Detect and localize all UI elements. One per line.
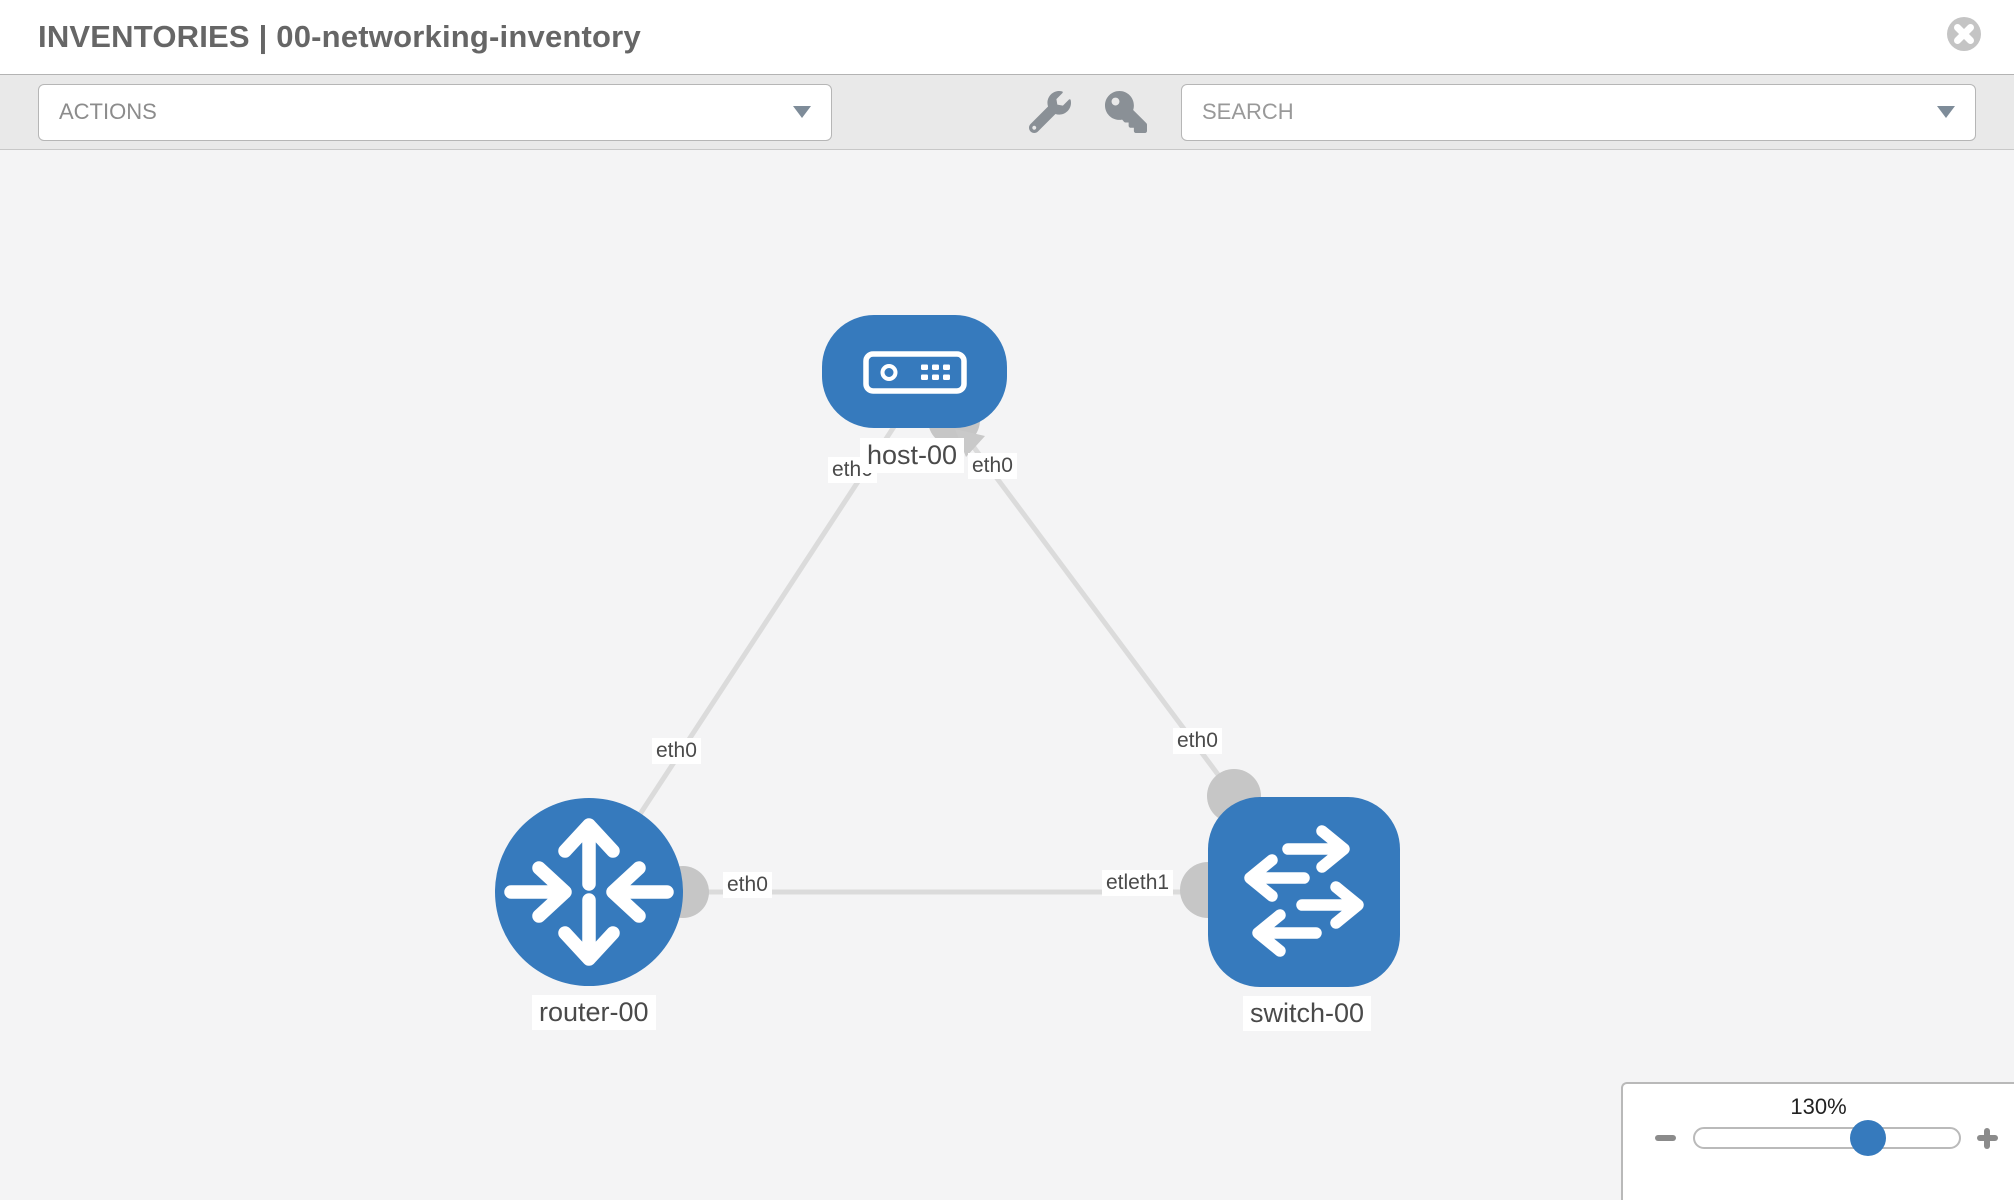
link-arrowhead — [955, 429, 985, 457]
switch-icon — [1244, 825, 1364, 957]
actions-dropdown-label: ACTIONS — [59, 99, 157, 124]
configure-button[interactable] — [1027, 89, 1073, 135]
topology-svg — [495, 315, 1400, 987]
credentials-button[interactable] — [1103, 89, 1149, 135]
plus-icon — [1976, 1127, 1998, 1149]
close-icon — [1947, 17, 1981, 51]
key-icon — [1105, 91, 1147, 133]
node-router-00[interactable] — [495, 798, 683, 986]
topology-canvas[interactable]: eth0 host-00 eth0 eth0 eth0 eth0 etleth1… — [0, 150, 2014, 1200]
zoom-level: 130% — [1790, 1094, 1847, 1119]
link-router-host[interactable] — [586, 414, 904, 894]
close-button[interactable] — [1946, 16, 1982, 52]
zoom-in-button[interactable] — [1976, 1127, 1998, 1149]
node-host-00[interactable] — [822, 315, 1007, 428]
interface-label: eth0 — [723, 872, 772, 899]
toolbar: ACTIONS — [0, 75, 2014, 150]
page-title: INVENTORIES | 00-networking-inventory — [38, 19, 641, 54]
wrench-icon — [1029, 91, 1071, 133]
node-label-router: router-00 — [532, 995, 656, 1031]
host-icon — [863, 351, 967, 394]
node-switch-00[interactable] — [1208, 797, 1400, 987]
minus-icon — [1654, 1135, 1676, 1141]
router-icon — [504, 818, 674, 966]
links — [586, 414, 1304, 895]
search-input[interactable] — [1202, 99, 1937, 125]
interface-label: eth0 — [652, 738, 701, 765]
search-box — [1181, 83, 1976, 141]
interface-label: eth0 — [1173, 728, 1222, 755]
node-label-switch: switch-00 — [1243, 996, 1372, 1032]
interface-label: eth0 — [968, 453, 1017, 480]
search-chevron-down-icon[interactable] — [1937, 106, 1955, 118]
actions-dropdown[interactable]: ACTIONS — [38, 83, 832, 141]
zoom-slider-thumb[interactable] — [1850, 1120, 1886, 1156]
zoom-slider-track[interactable] — [1693, 1120, 1961, 1156]
interface-label: etleth1 — [1102, 870, 1174, 897]
header: INVENTORIES | 00-networking-inventory — [0, 0, 2014, 75]
zoom-out-button[interactable] — [1654, 1127, 1676, 1149]
zoom-panel: 130% — [1621, 1082, 2014, 1200]
node-label-host: host-00 — [860, 438, 965, 474]
chevron-down-icon — [793, 106, 811, 118]
